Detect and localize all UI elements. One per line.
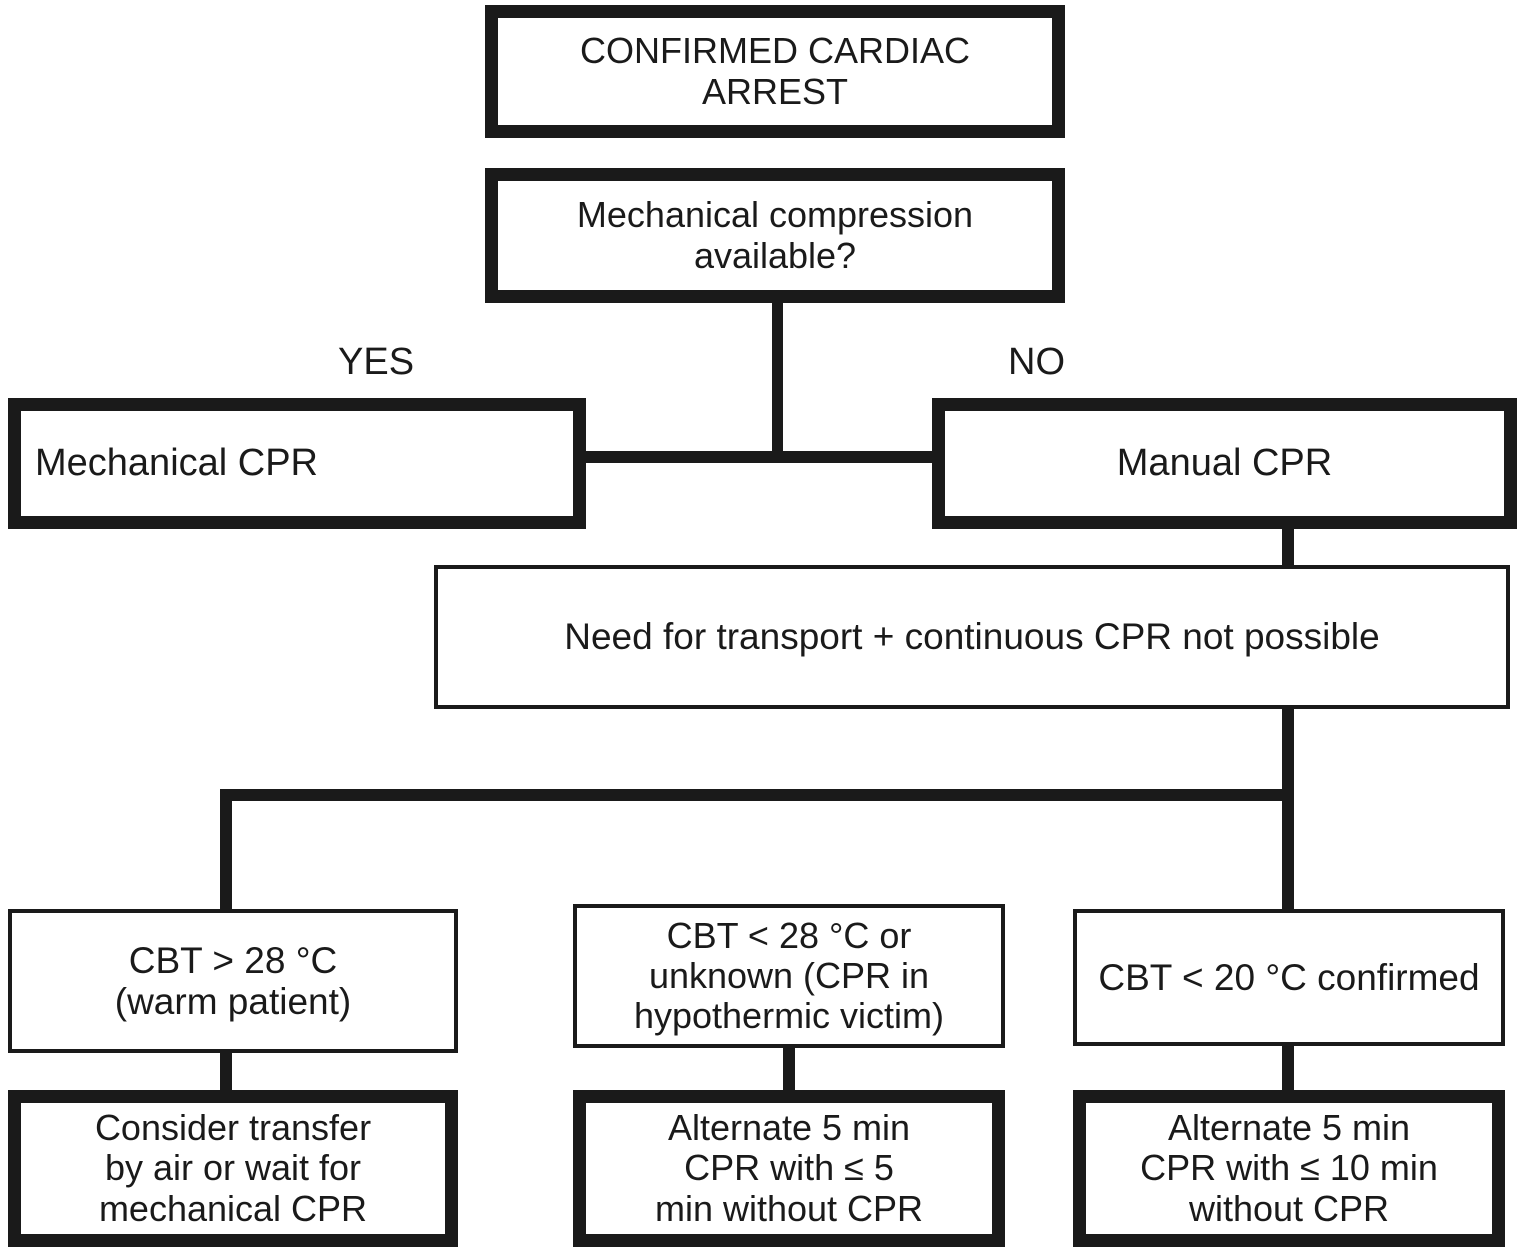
branch-label-yes: YES: [338, 341, 415, 383]
connector-bus-to-cbt-warm: [220, 789, 232, 917]
node-cbt-below-28-or-unknown[interactable]: CBT < 28 °C or unknown (CPR in hypotherm…: [573, 904, 1005, 1048]
connector-yes-no-bus: [575, 451, 940, 463]
node-confirmed-cardiac-arrest[interactable]: CONFIRMED CARDIAC ARREST: [485, 5, 1065, 138]
node-mechanical-cpr[interactable]: Mechanical CPR: [8, 398, 586, 529]
node-consider-transfer-label: Consider transfer by air or wait for mec…: [94, 1107, 372, 1229]
connector-decision-down: [772, 300, 783, 460]
node-manual-cpr-label: Manual CPR: [1116, 442, 1333, 485]
node-need-for-transport-label: Need for transport + continuous CPR not …: [564, 616, 1380, 658]
node-alternate-5-and-10-label: Alternate 5 min CPR with ≤ 10 min withou…: [1140, 1107, 1438, 1229]
node-need-for-transport[interactable]: Need for transport + continuous CPR not …: [434, 565, 1510, 709]
node-alternate-5-and-5-label: Alternate 5 min CPR with ≤ 5 min without…: [654, 1107, 924, 1229]
connector-cbt20-to-alternate10: [1282, 1046, 1294, 1097]
node-mechanical-compression-available[interactable]: Mechanical compression available?: [485, 168, 1065, 303]
branch-label-no: NO: [1008, 341, 1065, 383]
node-manual-cpr[interactable]: Manual CPR: [932, 398, 1517, 529]
node-cbt-below-20-confirmed[interactable]: CBT < 20 °C confirmed: [1073, 909, 1505, 1046]
connector-transport-down: [1282, 702, 1294, 917]
node-alternate-5-and-10[interactable]: Alternate 5 min CPR with ≤ 10 min withou…: [1073, 1090, 1505, 1247]
node-cbt-below-20-confirmed-label: CBT < 20 °C confirmed: [1098, 956, 1480, 998]
connector-cbt-hypo-to-alternate5: [783, 1046, 795, 1097]
node-mechanical-compression-available-label: Mechanical compression available?: [576, 194, 974, 276]
connector-distribution-bus: [220, 789, 1294, 801]
connector-manual-to-transport: [1282, 522, 1294, 574]
node-alternate-5-and-5[interactable]: Alternate 5 min CPR with ≤ 5 min without…: [573, 1090, 1005, 1247]
node-cbt-below-28-or-unknown-label: CBT < 28 °C or unknown (CPR in hypotherm…: [633, 914, 945, 1037]
node-confirmed-cardiac-arrest-label: CONFIRMED CARDIAC ARREST: [579, 30, 970, 112]
node-mechanical-cpr-label: Mechanical CPR: [35, 442, 318, 485]
connector-cbt-warm-to-transfer: [220, 1052, 232, 1097]
node-consider-transfer[interactable]: Consider transfer by air or wait for mec…: [8, 1090, 458, 1247]
node-cbt-above-28-label: CBT > 28 °C (warm patient): [114, 939, 352, 1022]
node-cbt-above-28[interactable]: CBT > 28 °C (warm patient): [8, 909, 458, 1053]
